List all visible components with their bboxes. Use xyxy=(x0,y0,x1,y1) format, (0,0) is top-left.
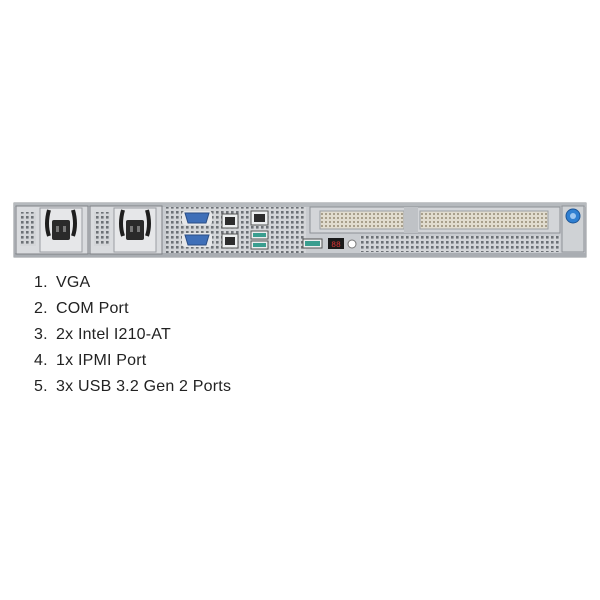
list-item: 5. 3x USB 3.2 Gen 2 Ports xyxy=(34,378,231,404)
usb-port-stack xyxy=(250,230,269,250)
list-item: 4. 1x IPMI Port xyxy=(34,352,231,378)
lan-port-1 xyxy=(221,213,239,229)
power-supply-1 xyxy=(15,205,89,255)
list-item-number: 4. xyxy=(34,352,48,369)
list-item-number: 5. xyxy=(34,378,48,395)
status-display: 88 xyxy=(328,238,357,250)
list-item-label: 3x USB 3.2 Gen 2 Ports xyxy=(56,378,232,395)
com-port xyxy=(182,211,212,225)
list-item-label: 1x IPMI Port xyxy=(56,352,147,369)
expansion-slot-area xyxy=(309,206,561,252)
vga-port xyxy=(182,233,212,247)
list-item: 1. VGA xyxy=(34,274,231,300)
list-item-label: 2x Intel I210-AT xyxy=(56,326,171,343)
thumbscrew xyxy=(561,205,585,253)
port-spec-list: 1. VGA 2. COM Port 3. 2x Intel I210-AT 4… xyxy=(34,274,231,404)
list-item-number: 2. xyxy=(34,300,48,317)
list-item-number: 1. xyxy=(34,274,48,291)
svg-text:88: 88 xyxy=(331,241,341,250)
power-supply-2 xyxy=(89,205,163,255)
list-item-number: 3. xyxy=(34,326,48,343)
list-item: 2. COM Port xyxy=(34,300,231,326)
list-item: 3. 2x Intel I210-AT xyxy=(34,326,231,352)
usb-port-single xyxy=(302,238,323,249)
list-item-label: COM Port xyxy=(56,300,129,317)
ipmi-port xyxy=(250,210,269,226)
list-item-label: VGA xyxy=(56,274,91,291)
lan-port-2 xyxy=(221,233,239,249)
